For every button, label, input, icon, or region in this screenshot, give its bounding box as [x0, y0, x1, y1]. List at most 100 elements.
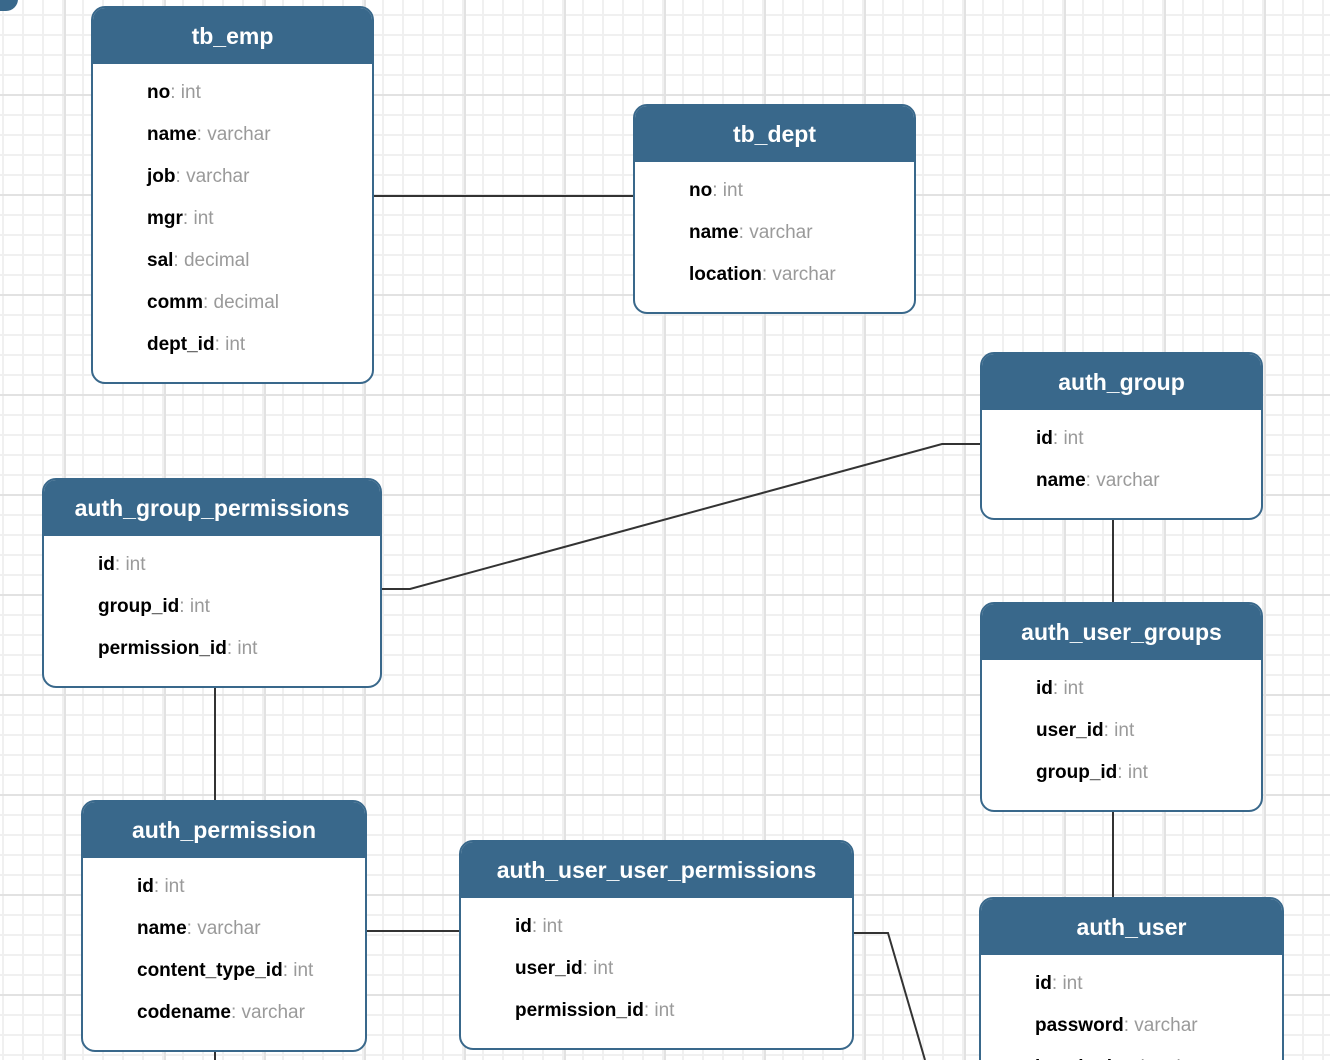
- field-type: int: [215, 334, 246, 355]
- field-row-mgr[interactable]: mgrint: [147, 198, 366, 240]
- field-row-id[interactable]: idint: [1036, 418, 1255, 460]
- table-field-list: idintuser_idintpermission_idint: [461, 898, 852, 1048]
- field-row-name[interactable]: namevarchar: [137, 908, 359, 950]
- table-header[interactable]: auth_group_permissions: [44, 480, 380, 536]
- field-name: password: [1035, 1015, 1124, 1036]
- table-auth_group[interactable]: auth_groupidintnamevarchar: [980, 352, 1263, 520]
- field-type: int: [283, 960, 314, 981]
- field-row-user_id[interactable]: user_idint: [1036, 710, 1255, 752]
- field-row-user_id[interactable]: user_idint: [515, 948, 846, 990]
- table-tb_dept[interactable]: tb_deptnointnamevarcharlocationvarchar: [633, 104, 916, 314]
- table-field-list: idintnamevarcharcontent_type_idintcodena…: [83, 858, 365, 1050]
- table-header[interactable]: auth_permission: [83, 802, 365, 858]
- field-name: id: [1036, 428, 1053, 449]
- field-name: id: [1036, 678, 1053, 699]
- field-type: varchar: [739, 222, 813, 243]
- field-type: decimal: [173, 250, 249, 271]
- field-row-group_id[interactable]: group_idint: [98, 586, 374, 628]
- field-type: int: [1104, 720, 1135, 741]
- field-name: user_id: [1036, 720, 1104, 741]
- field-row-last_login[interactable]: last_logindatetime: [1035, 1047, 1276, 1060]
- table-field-list: nointnamevarcharjobvarcharmgrintsaldecim…: [93, 64, 372, 382]
- field-type: int: [712, 180, 743, 201]
- field-row-content_type_id[interactable]: content_type_idint: [137, 950, 359, 992]
- field-type: varchar: [187, 918, 261, 939]
- field-type: int: [227, 638, 258, 659]
- offscreen-table-partial: [0, 0, 18, 11]
- table-header[interactable]: tb_emp: [93, 8, 372, 64]
- field-row-no[interactable]: noint: [689, 170, 908, 212]
- table-header[interactable]: auth_user: [981, 899, 1282, 955]
- table-field-list: idintnamevarchar: [982, 410, 1261, 518]
- field-row-id[interactable]: idint: [137, 866, 359, 908]
- table-auth_user[interactable]: auth_useridintpasswordvarcharlast_logind…: [979, 897, 1284, 1060]
- field-row-job[interactable]: jobvarchar: [147, 156, 366, 198]
- field-row-id[interactable]: idint: [1036, 668, 1255, 710]
- field-type: varchar: [197, 124, 271, 145]
- field-name: sal: [147, 250, 174, 271]
- field-name: id: [98, 554, 115, 575]
- field-row-permission_id[interactable]: permission_idint: [98, 628, 374, 670]
- field-name: dept_id: [147, 334, 215, 355]
- field-type: varchar: [762, 264, 836, 285]
- field-name: user_id: [515, 958, 583, 979]
- table-field-list: nointnamevarcharlocationvarchar: [635, 162, 914, 312]
- field-type: int: [154, 876, 185, 897]
- table-header[interactable]: auth_group: [982, 354, 1261, 410]
- table-header[interactable]: tb_dept: [635, 106, 914, 162]
- field-type: int: [1053, 428, 1084, 449]
- field-row-codename[interactable]: codenamevarchar: [137, 992, 359, 1034]
- field-type: int: [1117, 762, 1148, 783]
- field-row-group_id[interactable]: group_idint: [1036, 752, 1255, 794]
- connector-auth_group_permissions-to-auth_group[interactable]: [382, 443, 980, 590]
- field-row-permission_id[interactable]: permission_idint: [515, 990, 846, 1032]
- field-type: int: [115, 554, 146, 575]
- field-row-id[interactable]: idint: [1035, 963, 1276, 1005]
- field-name: permission_id: [515, 1000, 644, 1021]
- table-title: auth_group_permissions: [74, 495, 350, 521]
- field-type: int: [183, 208, 214, 229]
- field-row-comm[interactable]: commdecimal: [147, 282, 366, 324]
- field-row-name[interactable]: namevarchar: [689, 212, 908, 254]
- field-name: job: [147, 166, 176, 187]
- table-title: tb_dept: [732, 121, 817, 147]
- field-name: id: [515, 916, 532, 937]
- field-row-name[interactable]: namevarchar: [147, 114, 366, 156]
- table-header[interactable]: auth_user_user_permissions: [461, 842, 852, 898]
- table-header[interactable]: auth_user_groups: [982, 604, 1261, 660]
- table-auth_group_permissions[interactable]: auth_group_permissionsidintgroup_idintpe…: [42, 478, 382, 688]
- table-title: auth_user: [1076, 914, 1187, 940]
- field-name: name: [147, 124, 197, 145]
- field-name: name: [137, 918, 187, 939]
- table-auth_permission[interactable]: auth_permissionidintnamevarcharcontent_t…: [81, 800, 367, 1052]
- table-title: auth_user_groups: [1021, 619, 1222, 645]
- field-name: id: [1035, 973, 1052, 994]
- field-type: int: [1052, 973, 1083, 994]
- field-row-dept_id[interactable]: dept_idint: [147, 324, 366, 366]
- field-type: int: [583, 958, 614, 979]
- table-auth_user_groups[interactable]: auth_user_groupsidintuser_idintgroup_idi…: [980, 602, 1263, 812]
- field-name: content_type_id: [137, 960, 283, 981]
- field-row-sal[interactable]: saldecimal: [147, 240, 366, 282]
- table-auth_user_user_permissions[interactable]: auth_user_user_permissionsidintuser_idin…: [459, 840, 854, 1050]
- connector-auth_user_user_permissions-to-auth_user[interactable]: [854, 932, 926, 1060]
- table-title: auth_permission: [131, 817, 317, 843]
- field-type: varchar: [1086, 470, 1160, 491]
- field-name: permission_id: [98, 638, 227, 659]
- field-row-no[interactable]: noint: [147, 72, 366, 114]
- field-row-location[interactable]: locationvarchar: [689, 254, 908, 296]
- field-row-password[interactable]: passwordvarchar: [1035, 1005, 1276, 1047]
- table-tb_emp[interactable]: tb_empnointnamevarcharjobvarcharmgrintsa…: [91, 6, 374, 384]
- field-row-id[interactable]: idint: [515, 906, 846, 948]
- table-field-list: idintgroup_idintpermission_idint: [44, 536, 380, 686]
- field-name: group_id: [98, 596, 180, 617]
- field-name: location: [689, 264, 762, 285]
- field-type: int: [644, 1000, 675, 1021]
- field-type: int: [170, 82, 201, 103]
- table-field-list: idintpasswordvarcharlast_logindatetime: [981, 955, 1282, 1060]
- field-row-name[interactable]: namevarchar: [1036, 460, 1255, 502]
- field-row-id[interactable]: idint: [98, 544, 374, 586]
- field-name: group_id: [1036, 762, 1118, 783]
